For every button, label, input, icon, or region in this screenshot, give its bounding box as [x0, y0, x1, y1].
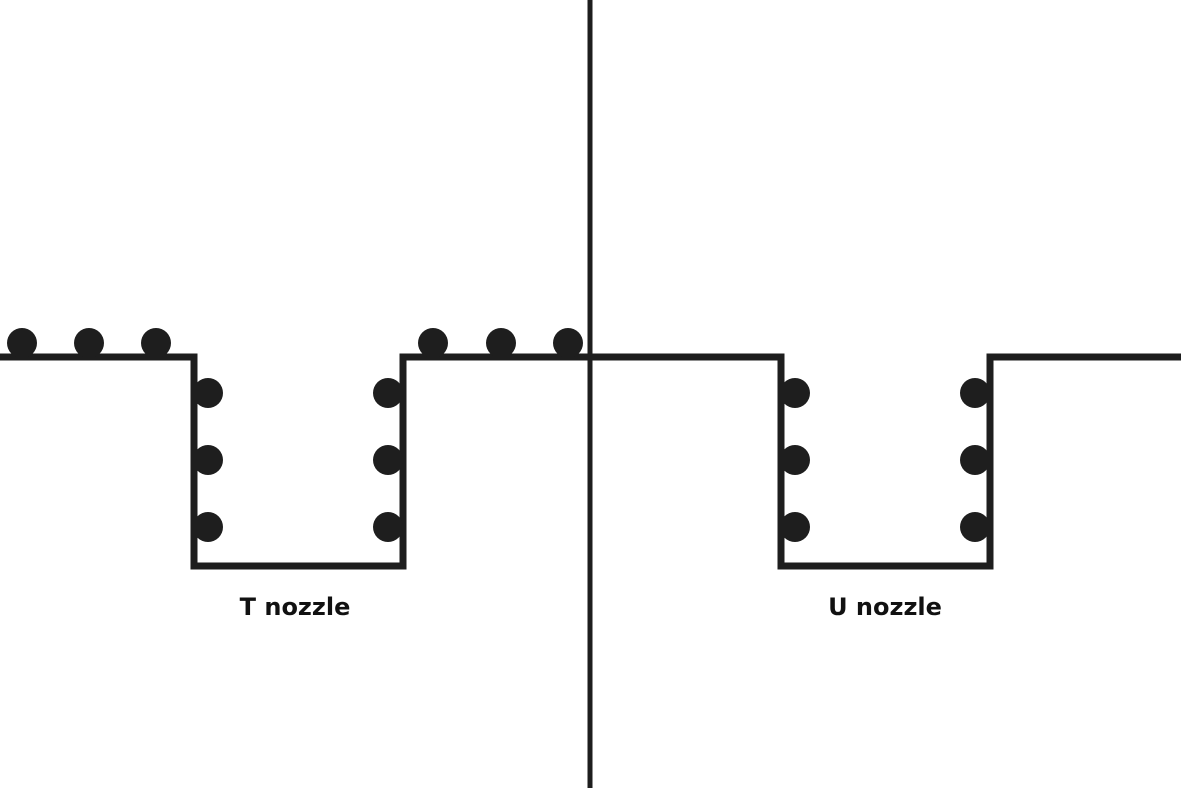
- t-top-dot: [74, 328, 104, 358]
- t-wall-dot: [373, 512, 403, 542]
- t-wall-dot: [193, 378, 223, 408]
- u-nozzle-outline: [590, 353, 1181, 570]
- u-nozzle-panel: [590, 353, 1181, 570]
- t-top-dot: [553, 328, 583, 358]
- t-wall-dot: [193, 512, 223, 542]
- t-nozzle-caption: T nozzle: [239, 593, 351, 621]
- u-wall-dot: [780, 445, 810, 475]
- t-nozzle-panel: [0, 328, 590, 570]
- t-nozzle-outline: [0, 353, 590, 570]
- u-wall-dot: [960, 445, 990, 475]
- u-nozzle-caption: U nozzle: [828, 593, 942, 621]
- t-wall-dot: [373, 378, 403, 408]
- t-wall-dot: [373, 445, 403, 475]
- u-nozzle-dots: [780, 378, 990, 542]
- u-wall-dot: [780, 378, 810, 408]
- u-wall-dot: [780, 512, 810, 542]
- t-top-dot: [486, 328, 516, 358]
- t-top-dot: [141, 328, 171, 358]
- t-wall-dot: [193, 445, 223, 475]
- t-top-dot: [418, 328, 448, 358]
- t-top-dot: [7, 328, 37, 358]
- u-wall-dot: [960, 378, 990, 408]
- t-nozzle-dots: [7, 328, 583, 542]
- u-wall-dot: [960, 512, 990, 542]
